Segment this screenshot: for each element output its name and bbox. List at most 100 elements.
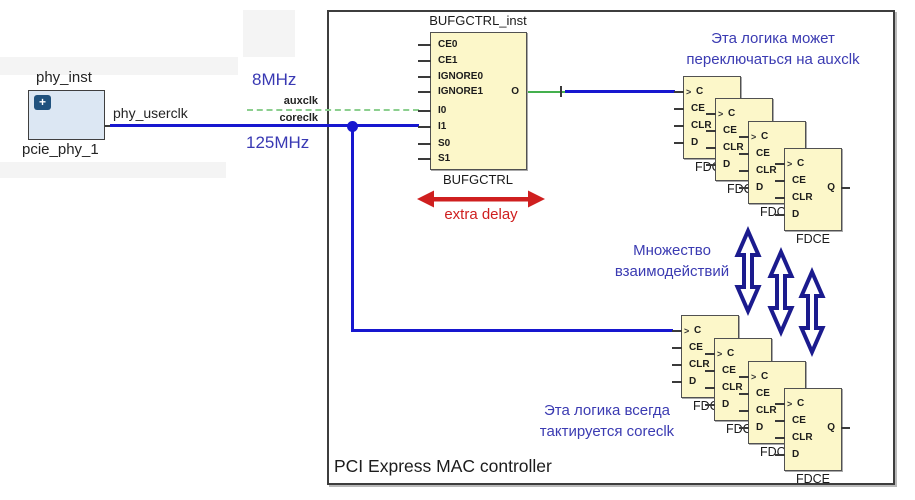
port-label: S0 [438, 138, 451, 149]
phy-component-label: pcie_phy_1 [22, 141, 99, 158]
port-stub [739, 170, 749, 172]
port-stub [705, 404, 715, 406]
port-stub [705, 370, 715, 372]
port-label: CLR [756, 165, 777, 176]
clock-chevron-icon: > [718, 109, 724, 119]
port-stub [418, 76, 431, 78]
auxclk-frequency-label: 8MHz [252, 70, 297, 89]
port-label: D [756, 422, 764, 433]
port-label: CLR [792, 192, 813, 203]
port-stub [706, 164, 716, 166]
coreclk-net-vertical[interactable] [351, 125, 354, 331]
port-stub [739, 393, 749, 395]
port-stub [418, 110, 431, 112]
fdce-type-label: FDCE [795, 472, 831, 486]
port-label: C [727, 348, 735, 359]
port-label: D [689, 376, 697, 387]
port-stub [418, 158, 431, 160]
port-label: I1 [438, 121, 447, 132]
coreclk-net[interactable] [110, 124, 419, 127]
port-label: CE [691, 103, 705, 114]
background-patch [243, 10, 295, 57]
port-stub [672, 381, 682, 383]
port-label: D [792, 209, 800, 220]
port-stub [739, 410, 749, 412]
annotation-core-logic: Эта логика всегда тактируется coreclk [540, 400, 674, 442]
port-label: CLR [689, 359, 710, 370]
port-label: D [723, 159, 731, 170]
clock-chevron-icon: > [787, 159, 793, 169]
port-label: CLR [722, 382, 743, 393]
port-stub [775, 197, 785, 199]
clock-chevron-icon: > [787, 399, 793, 409]
port-label: C [728, 108, 736, 119]
port-label: CE [723, 125, 737, 136]
auxclk-net[interactable] [247, 109, 419, 111]
annotation-aux-logic: Эта логика может переключаться на auxclk [686, 28, 859, 70]
fdce-type-label: FDCE [795, 232, 831, 246]
annotation-interactions: Множество взаимодействий [615, 240, 729, 282]
port-label: CLR [792, 432, 813, 443]
port-stub [418, 91, 431, 93]
port-stub [775, 437, 785, 439]
port-label: IGNORE1 [438, 86, 484, 97]
port-label: Q [827, 182, 835, 193]
port-label: C [797, 158, 805, 169]
clock-chevron-icon: > [686, 87, 692, 97]
port-label: C [761, 131, 769, 142]
port-stub [418, 44, 431, 46]
port-label: C [696, 86, 704, 97]
expand-plus-icon[interactable]: + [34, 95, 51, 110]
port-stub [706, 113, 716, 115]
net-tick-mark [560, 86, 562, 97]
port-label: C [694, 325, 702, 336]
port-stub [705, 353, 715, 355]
bufg-output-net-blue[interactable] [565, 90, 675, 93]
clock-chevron-icon: > [751, 132, 757, 142]
port-stub [739, 153, 749, 155]
port-label: CE [792, 175, 806, 186]
phy-block[interactable]: + [28, 90, 105, 140]
port-stub [672, 364, 682, 366]
bufgctrl-instance-label: BUFGCTRL_inst [429, 13, 527, 28]
wire-label-phy-userclk: phy_userclk [113, 105, 188, 121]
port-stub [775, 180, 785, 182]
bufg-output-net-green[interactable] [527, 91, 566, 93]
port-label: C [797, 398, 805, 409]
port-stub [775, 420, 785, 422]
bufgctrl-type-label: BUFGCTRL [442, 172, 514, 187]
port-stub [674, 91, 684, 93]
port-label: D [792, 449, 800, 460]
port-label: IGNORE0 [438, 71, 484, 82]
port-stub [775, 403, 785, 405]
coreclk-net-bottom[interactable] [351, 329, 673, 332]
port-stub [841, 427, 850, 429]
port-stub [705, 387, 715, 389]
clock-chevron-icon: > [684, 326, 690, 336]
port-label: D [691, 137, 699, 148]
port-stub [739, 427, 749, 429]
background-patch [0, 162, 226, 178]
port-label: CE [689, 342, 703, 353]
port-label: D [756, 182, 764, 193]
port-label: CE [756, 388, 770, 399]
port-label: CE [722, 365, 736, 376]
port-stub [418, 126, 431, 128]
port-stub [418, 143, 431, 145]
annotation-line: переключаться на auxclk [686, 51, 860, 68]
port-label: Q [827, 422, 835, 433]
clock-chevron-icon: > [751, 372, 757, 382]
port-label: C [761, 371, 769, 382]
fdce-block[interactable]: C > CE CLR D Q [775, 148, 850, 231]
phy-instance-label: phy_inst [36, 69, 92, 86]
coreclk-net-label: coreclk [279, 112, 318, 124]
port-label: CE [756, 148, 770, 159]
extra-delay-label: extra delay [444, 206, 518, 223]
annotation-line: Эта логика может [711, 30, 835, 47]
port-label: D [722, 399, 730, 410]
port-stub [775, 454, 785, 456]
port-label: CLR [723, 142, 744, 153]
